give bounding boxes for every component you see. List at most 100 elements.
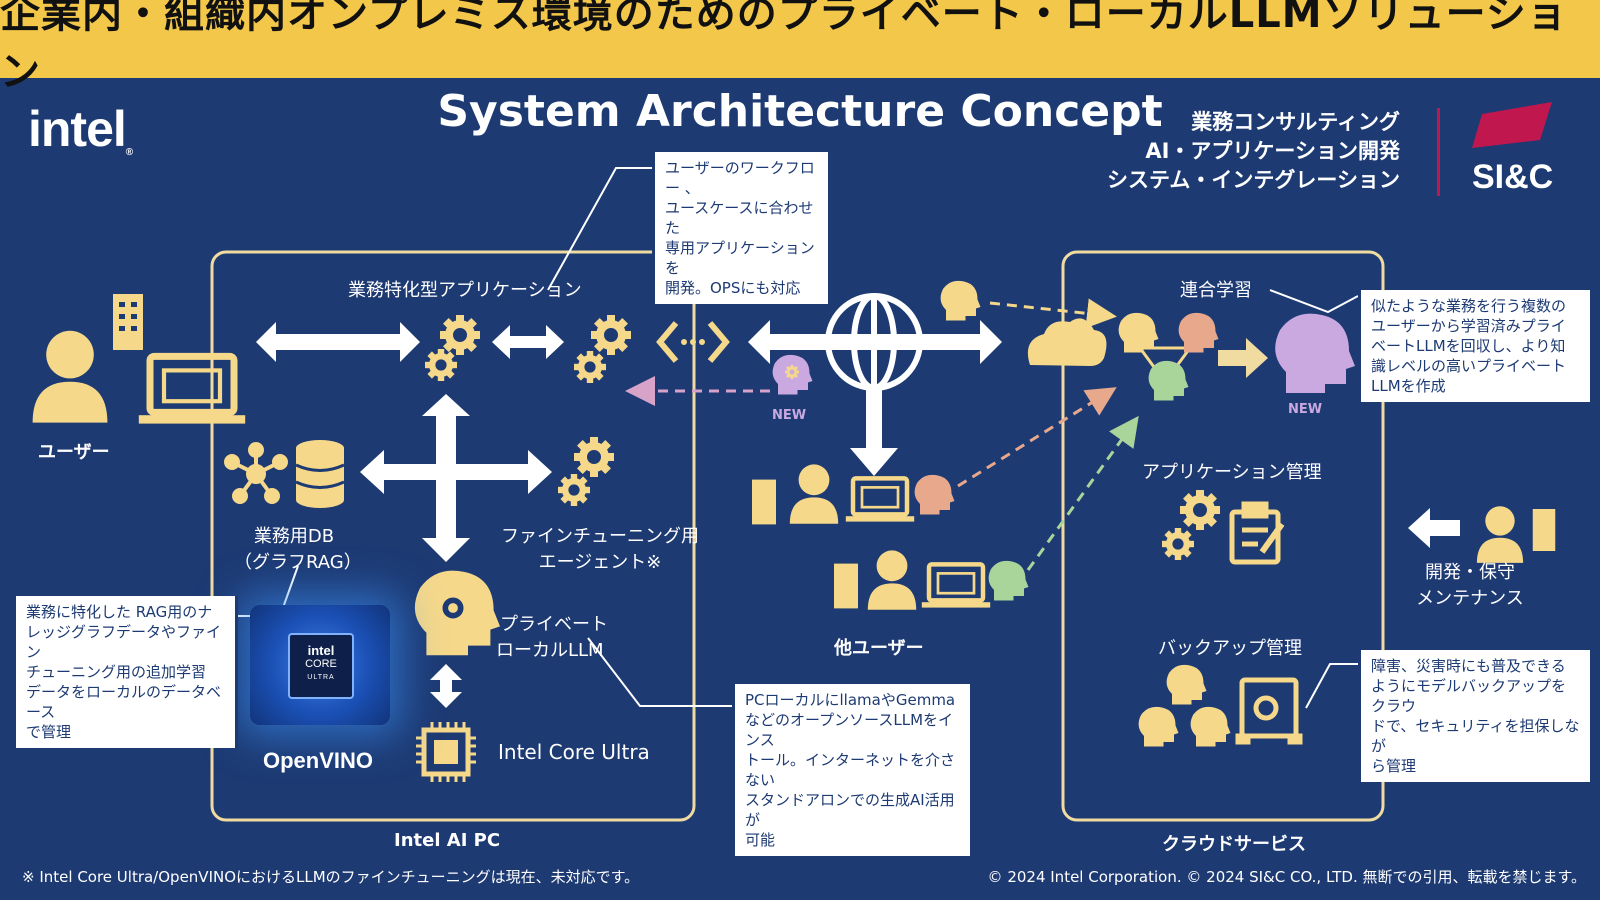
callout-local-llm: PCローカルにllamaやGemma などのオープンソースLLMをインス トール…: [732, 684, 970, 856]
callout-local-llm-line: などのオープンソースLLMをインス: [745, 711, 954, 749]
other-user-laptop-icon: [846, 478, 914, 521]
label-business-db-line2: （グラフRAG）: [234, 552, 362, 573]
maintenance-building-icon: [1532, 509, 1556, 551]
label-intel-core-ultra: Intel Core Ultra: [498, 740, 650, 764]
database-icon: [295, 440, 345, 508]
arrow-other-user2-cloud: [1026, 415, 1139, 571]
arrow-fed-to-new: [1218, 338, 1268, 378]
sic-divider: [1437, 108, 1440, 196]
label-private-llm: プライベート ローカルLLM: [496, 610, 608, 662]
callout-local-llm-line: トール。インターネットを介さない: [745, 751, 956, 789]
other-user-model-icon: [914, 474, 955, 515]
clipboard-icon: [1229, 501, 1285, 565]
sic-logo: SI&C: [1472, 158, 1553, 197]
label-cloud-service: クラウドサービス: [1162, 834, 1306, 855]
label-federated-learning: 連合学習: [1180, 280, 1252, 301]
arrow-model-to-cloud: [989, 298, 1117, 329]
callout-rag-data-line: データをローカルのデータベース: [26, 683, 222, 721]
intel-logo: intel®: [28, 101, 133, 158]
callout-federated: 似たような業務を行う複数の ユーザーから学習済みプライ ベートLLMを回収し、よ…: [1358, 290, 1590, 402]
callout-federated-line: ユーザーから学習済みプライ: [1371, 317, 1566, 335]
callout-backup: 障害、災害時にも普及できる ようにモデルバックアップをクラウ ドで、セキュリティ…: [1358, 650, 1590, 782]
callout-federated-line: 識レベルの高いプライベート: [1371, 357, 1567, 375]
api-code-icon: [656, 321, 730, 363]
callout-app-dev: ユーザーのワークフロー 、 ユースケースに合わせた 専用アプリケーションを 開発…: [652, 152, 828, 304]
callout-rag-data: 業務に特化した RAG用のナ レッジグラフデータやファイン チューニング用の追加…: [16, 596, 238, 748]
cloud-icon: [1027, 318, 1107, 366]
gear-icon: [591, 315, 631, 355]
callout-local-llm-line: PCローカルにllamaやGemma: [745, 691, 956, 709]
other-user-person-icon: [789, 464, 839, 524]
page-subtitle: System Architecture Concept: [437, 86, 1163, 137]
arrow-llm-chip: [430, 664, 462, 708]
label-business-db: 業務用DB （グラフRAG）: [234, 522, 362, 574]
intel-ai-pc-frame: [210, 250, 696, 822]
new-badge-pc: NEW: [772, 408, 807, 423]
safe-icon: [1235, 677, 1303, 745]
arrow-internet-users: [850, 388, 898, 476]
gear-icon: [425, 349, 457, 381]
callout-rag-data-line: レッジグラフデータやファイン: [26, 623, 222, 661]
callout-backup-line: 障害、災害時にも普及できる: [1371, 657, 1566, 675]
label-intel-ai-pc: Intel AI PC: [394, 830, 501, 851]
callout-app-dev-line: 専用アプリケーションを: [665, 239, 815, 277]
sic-services: 業務コンサルティング AI・アプリケーション開発 システム・インテグレーション: [1107, 108, 1400, 195]
other-user-laptop-icon: [922, 564, 990, 607]
callout-rag-data-line: チューニング用の追加学習: [26, 663, 207, 681]
chip-badge: intel CORE ULTRA: [288, 633, 354, 699]
label-business-app: 業務特化型アプリケーション: [348, 280, 582, 301]
label-user: ユーザー: [38, 442, 110, 463]
gear-icon: [440, 315, 480, 355]
maintenance-person-icon: [1476, 506, 1524, 563]
label-finetune-agent-line1: ファインチューニング用: [501, 526, 699, 547]
label-business-db-line1: 業務用DB: [253, 526, 335, 547]
arrow-user-app: [256, 322, 420, 362]
openvino-logo: OpenVINO: [263, 748, 374, 773]
new-badge-cloud: NEW: [1288, 402, 1323, 417]
intel-logo-text: intel: [28, 101, 127, 157]
intel-core-ultra-chip-image: intel CORE ULTRA: [250, 605, 390, 725]
callout-line-llm: [587, 637, 732, 707]
callout-federated-line: 似たような業務を行う複数の: [1371, 297, 1567, 315]
chip-badge-ultra: ULTRA: [307, 674, 335, 681]
fed-head-orange-icon: [1178, 312, 1219, 353]
label-dev-maintenance-line1: 開発・保守: [1425, 562, 1515, 583]
service-ai-app-dev: AI・アプリケーション開発: [1145, 139, 1400, 163]
chip-badge-brand: intel: [307, 643, 335, 658]
other-user-person-icon: [867, 550, 917, 610]
footer-note: ※ Intel Core Ultra/OpenVINOにおけるLLMのファインチ…: [22, 868, 640, 886]
sic-logo-mark: [1472, 102, 1552, 148]
footer-copyright: © 2024 Intel Corporation. © 2024 SI&C CO…: [987, 868, 1586, 886]
cpu-icon: [416, 722, 476, 782]
laptop-icon: [139, 356, 245, 423]
callout-backup-line: ようにモデルバックアップをクラウ: [1371, 677, 1567, 715]
user-icon: [32, 330, 108, 423]
callout-backup-line: ドで、セキュリティを担保しなが: [1371, 717, 1580, 755]
callout-app-dev-line: ユーザーのワークフロー 、: [665, 159, 815, 197]
backup-head-icon: [1166, 664, 1207, 705]
gear-icon: [1180, 490, 1220, 530]
service-system-integration: システム・インテグレーション: [1107, 168, 1400, 192]
arrow-app-llm: [422, 394, 470, 562]
fed-head-green-icon: [1148, 360, 1189, 401]
label-finetune-agent-line2: エージェント※: [538, 552, 662, 573]
label-dev-maintenance-line2: メンテナンス: [1416, 588, 1524, 609]
label-app-management: アプリケーション管理: [1142, 462, 1322, 483]
label-backup-management: バックアップ管理: [1158, 638, 1302, 659]
arrow-other-user1-cloud: [957, 387, 1117, 488]
gear-icon: [574, 351, 606, 383]
arrow-maintenance: [1408, 508, 1460, 548]
sic-logo-text: SI&C: [1472, 158, 1554, 196]
callout-app-dev-line: ユースケースに合わせた: [665, 199, 814, 237]
new-llm-head-icon: [1275, 313, 1355, 393]
gear-icon: [574, 437, 614, 477]
header-bar: 企業内・組織内オンプレミス環境のためのプライベート・ローカルLLMソリューション: [0, 0, 1600, 95]
callout-line-fed: [1269, 289, 1359, 314]
callout-rag-data-line: で管理: [26, 723, 72, 741]
fed-head-yellow-icon: [1118, 312, 1159, 353]
gear-icon: [1162, 528, 1194, 560]
service-consulting: 業務コンサルティング: [1191, 110, 1400, 134]
other-user-model-icon: [988, 560, 1029, 601]
gear-icon: [558, 474, 590, 506]
